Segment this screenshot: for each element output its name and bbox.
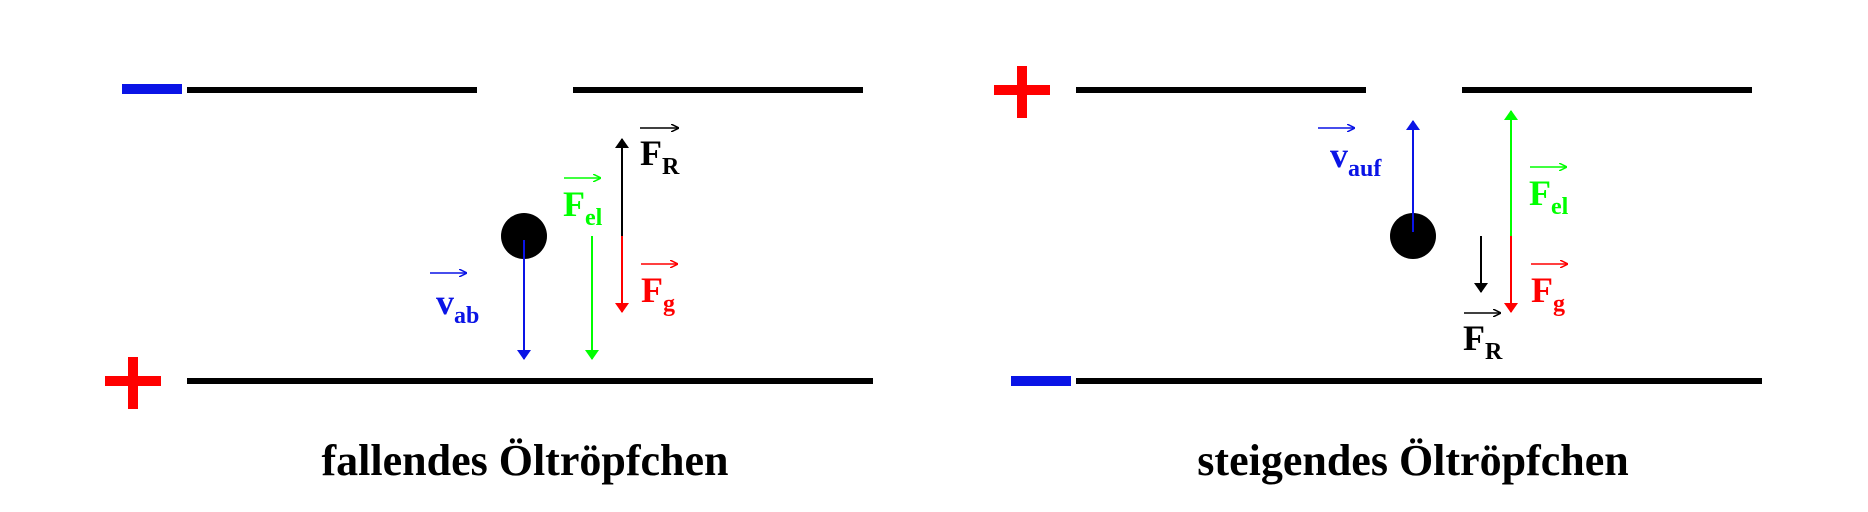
svg-text:Fg: Fg <box>1531 270 1565 317</box>
svg-text:FR: FR <box>640 133 680 180</box>
velocity-label-main: v <box>1330 135 1348 175</box>
gravity-force-label-main: F <box>1531 270 1553 310</box>
electric-force-label: Fel <box>1529 167 1569 220</box>
svg-text:vauf: vauf <box>1330 135 1382 182</box>
svg-text:Fel: Fel <box>1529 173 1569 220</box>
electric-force-label-sub: el <box>1551 194 1569 220</box>
panel-falling: vab FR Fel Fg fallendes Öltröpfchen <box>105 84 873 485</box>
friction-label-sub: R <box>1485 339 1503 365</box>
gravity-force-label-main: F <box>641 270 663 310</box>
plus-sign-icon <box>994 66 1050 118</box>
electric-force-label-sub: el <box>585 205 603 231</box>
velocity-label: vab <box>430 273 479 329</box>
velocity-label-sub: ab <box>454 303 479 329</box>
panel-rising: vauf Fel Fg FR steigendes Öltröpfchen <box>994 66 1762 485</box>
friction-label-main: F <box>1463 318 1485 358</box>
minus-sign-icon <box>1011 376 1071 386</box>
gravity-force-label-sub: g <box>663 291 675 317</box>
friction-label-main: F <box>640 133 662 173</box>
svg-text:vab: vab <box>436 282 479 329</box>
svg-text:FR: FR <box>1463 318 1503 365</box>
gravity-force-label: Fg <box>1531 264 1567 317</box>
friction-label-sub: R <box>662 154 680 180</box>
oil-droplet <box>1390 213 1436 259</box>
friction-label: FR <box>640 128 680 180</box>
electric-force-label-main: F <box>1529 173 1551 213</box>
gravity-force-label-sub: g <box>1553 291 1565 317</box>
svg-text:Fg: Fg <box>641 270 675 317</box>
electric-force-label: Fel <box>563 178 603 231</box>
velocity-label: vauf <box>1318 128 1382 182</box>
electric-force-label-main: F <box>563 184 585 224</box>
velocity-label-sub: auf <box>1348 156 1382 182</box>
friction-label: FR <box>1463 313 1503 365</box>
caption-rising: steigendes Öltröpfchen <box>1197 436 1628 485</box>
oil-droplet <box>501 213 547 259</box>
caption-falling: fallendes Öltröpfchen <box>322 436 729 485</box>
gravity-force-label: Fg <box>641 264 677 317</box>
velocity-label-main: v <box>436 282 454 322</box>
minus-sign-icon <box>122 84 182 94</box>
plus-sign-icon <box>105 357 161 409</box>
svg-text:Fel: Fel <box>563 184 603 231</box>
